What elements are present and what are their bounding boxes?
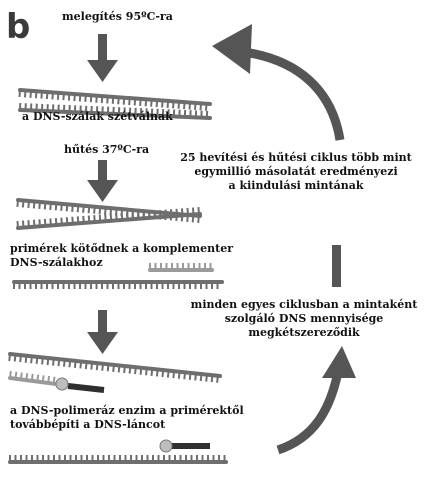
cycle-arrow-middle bbox=[332, 245, 341, 287]
cycle-note-repeats: 25 hevítési és hűtési ciklus több mint e… bbox=[180, 151, 412, 192]
dna-strand-lower bbox=[18, 102, 212, 120]
cycle-note-doubling: minden egyes ciklusban a mintaként szolg… bbox=[190, 298, 418, 339]
dna-primers-binding bbox=[12, 198, 224, 289]
dna-polymerase-extending bbox=[8, 352, 228, 464]
template-strand bbox=[8, 352, 222, 383]
new-strand bbox=[67, 383, 105, 393]
polymerase-enzyme-bottom bbox=[159, 439, 173, 453]
down-arrow-3 bbox=[87, 310, 118, 354]
step-primers-bind: primérek kötődnek a komplementer DNS-szá… bbox=[10, 242, 233, 269]
primer-segment bbox=[8, 370, 58, 386]
template-strand-bottom bbox=[12, 280, 224, 289]
down-arrow-1 bbox=[87, 34, 118, 82]
step-polymerase-extends: a DNS-polimeráz enzim a primérektől tová… bbox=[10, 404, 244, 431]
down-arrow-2 bbox=[87, 160, 118, 202]
step-heating: melegítés 95ºC-ra bbox=[62, 10, 173, 23]
cycle-arrow-bottom bbox=[276, 346, 356, 455]
cycle-arrow-top bbox=[212, 24, 345, 141]
step-cooling: hűtés 37ºC-ra bbox=[64, 143, 150, 156]
panel-label: b bbox=[6, 7, 31, 47]
template-strand-lower bbox=[16, 207, 202, 230]
step-strands-separate: a DNS-szálak szétválnak bbox=[22, 110, 173, 123]
primer bbox=[148, 263, 214, 272]
dna-strand-upper bbox=[18, 88, 212, 111]
dna-separating-strands bbox=[18, 88, 212, 120]
template-strand-bottom bbox=[8, 455, 228, 464]
polymerase-enzyme bbox=[55, 377, 69, 391]
